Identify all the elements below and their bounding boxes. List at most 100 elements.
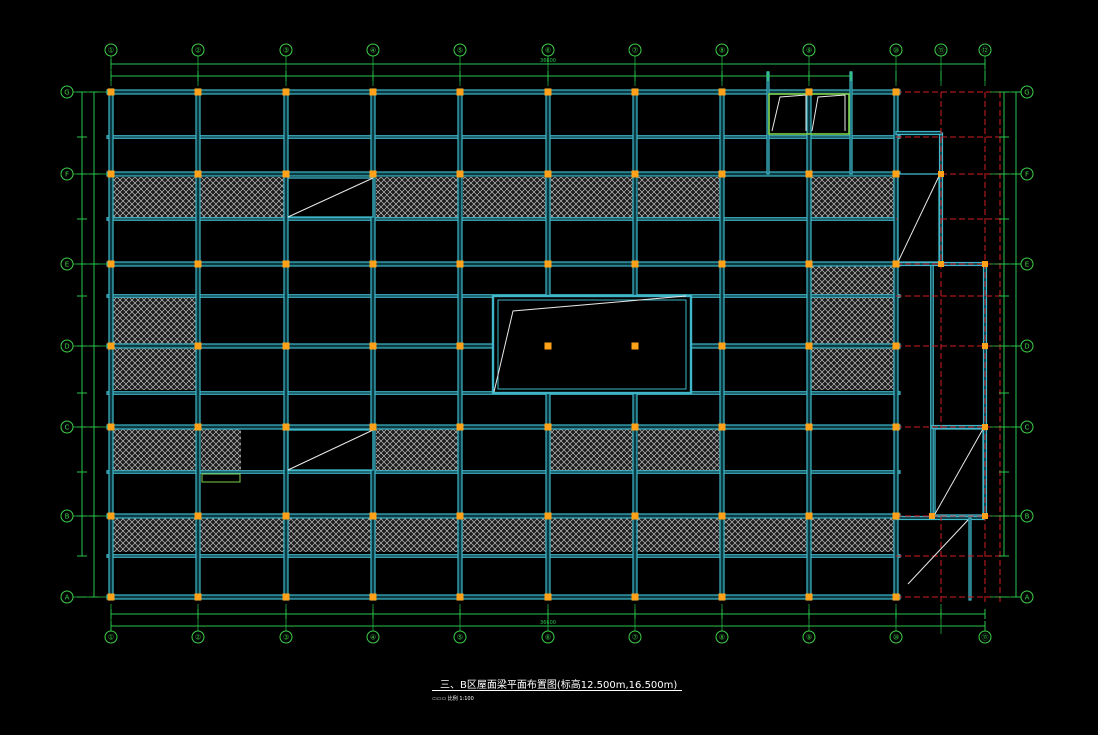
- right-axis-label-circle: [1020, 257, 1034, 271]
- left-axis-label-circle: [60, 339, 74, 353]
- column: [282, 342, 290, 350]
- right-axis-label: F: [1025, 171, 1029, 179]
- column: [805, 423, 813, 431]
- top-axis-label: ⑨: [806, 47, 812, 55]
- column: [718, 342, 726, 350]
- beam: [849, 71, 853, 175]
- column: [892, 593, 900, 601]
- top-axis-label: ②: [195, 47, 201, 55]
- bottom-axis-label-circle: [191, 630, 205, 644]
- column: [369, 88, 377, 96]
- left-axis-label-circle: [60, 590, 74, 604]
- top-axis-label: ⑦: [632, 47, 638, 55]
- column: [369, 342, 377, 350]
- beam: [938, 132, 944, 265]
- hatched-slab: [376, 177, 460, 219]
- top-axis-label: ⑤: [457, 47, 463, 55]
- right-axis-label: C: [1025, 424, 1030, 432]
- right-axis-label-circle: [1020, 339, 1034, 353]
- hatched-slab: [113, 429, 197, 471]
- column: [369, 170, 377, 178]
- beam: [106, 424, 901, 430]
- column: [892, 512, 900, 520]
- top-axis-label-circle: [934, 43, 948, 57]
- top-axis-label-circle: [104, 43, 118, 57]
- column: [369, 593, 377, 601]
- column: [544, 423, 552, 431]
- hatched-slab: [638, 429, 722, 471]
- column: [631, 342, 639, 350]
- column: [194, 423, 202, 431]
- bottom-axis-label-circle: [802, 630, 816, 644]
- bottom-axis-label: ⑧: [719, 634, 725, 642]
- column: [631, 423, 639, 431]
- column: [456, 423, 464, 431]
- hatched-slab: [376, 429, 460, 471]
- left-axis-label: A: [65, 594, 70, 602]
- column: [938, 171, 944, 177]
- right-axis-label: B: [1025, 513, 1030, 521]
- column: [282, 260, 290, 268]
- column: [805, 593, 813, 601]
- left-axis-label-circle: [60, 509, 74, 523]
- column-layer: [107, 88, 988, 601]
- column: [282, 423, 290, 431]
- bottom-axis-label: ⑨: [806, 634, 812, 642]
- opening-diagonal: [287, 177, 374, 218]
- top-axis-label-circle: [715, 43, 729, 57]
- left-axis-label-circle: [60, 420, 74, 434]
- left-axis-label: D: [64, 343, 69, 351]
- bottom-axis-label: ⑥: [545, 634, 551, 642]
- beam: [106, 554, 901, 558]
- scale-label: ▭▭▭ 比例 1:100: [432, 696, 474, 702]
- column: [194, 593, 202, 601]
- bottom-axis-label-circle: [889, 630, 903, 644]
- column: [282, 88, 290, 96]
- column: [194, 260, 202, 268]
- column: [718, 423, 726, 431]
- column: [282, 512, 290, 520]
- column: [982, 343, 988, 349]
- bottom-axis-label: ⑪: [982, 634, 989, 642]
- hatched-slab: [811, 266, 895, 296]
- top-axis-label: ④: [370, 47, 376, 55]
- skylight-outline: [811, 94, 846, 132]
- left-axis-label: E: [65, 261, 69, 269]
- top-axis-label: ①: [108, 47, 114, 55]
- column: [631, 260, 639, 268]
- hatched-slab: [201, 177, 285, 219]
- opening-diagonal: [287, 429, 374, 471]
- top-axis-label-circle: [279, 43, 293, 57]
- top-axis-label: ⑫: [982, 47, 989, 55]
- tag-box: [201, 473, 241, 483]
- hatched-slab: [201, 429, 241, 471]
- left-axis-label-circle: [60, 257, 74, 271]
- column: [982, 424, 988, 430]
- central-opening-inner: [497, 299, 687, 390]
- column: [805, 342, 813, 350]
- bottom-axis-label: ①: [108, 634, 114, 642]
- opening-diagonal: [493, 295, 687, 393]
- bottom-axis-label-circle: [541, 630, 555, 644]
- top-axis-label: ⑪: [938, 47, 945, 55]
- column: [456, 512, 464, 520]
- hatched-slab: [550, 429, 634, 471]
- right-axis-label: E: [1025, 261, 1029, 269]
- column: [805, 170, 813, 178]
- left-axis-label: F: [65, 171, 69, 179]
- column: [282, 593, 290, 601]
- column: [938, 261, 944, 267]
- bottom-axis-label-circle: [978, 630, 992, 644]
- beam: [106, 135, 901, 139]
- column: [369, 423, 377, 431]
- column: [631, 170, 639, 178]
- column: [544, 88, 552, 96]
- top-axis-label-circle: [453, 43, 467, 57]
- column: [544, 170, 552, 178]
- column: [456, 593, 464, 601]
- column: [107, 512, 115, 520]
- hatched-slab: [550, 177, 634, 219]
- column: [718, 593, 726, 601]
- beam: [106, 470, 901, 474]
